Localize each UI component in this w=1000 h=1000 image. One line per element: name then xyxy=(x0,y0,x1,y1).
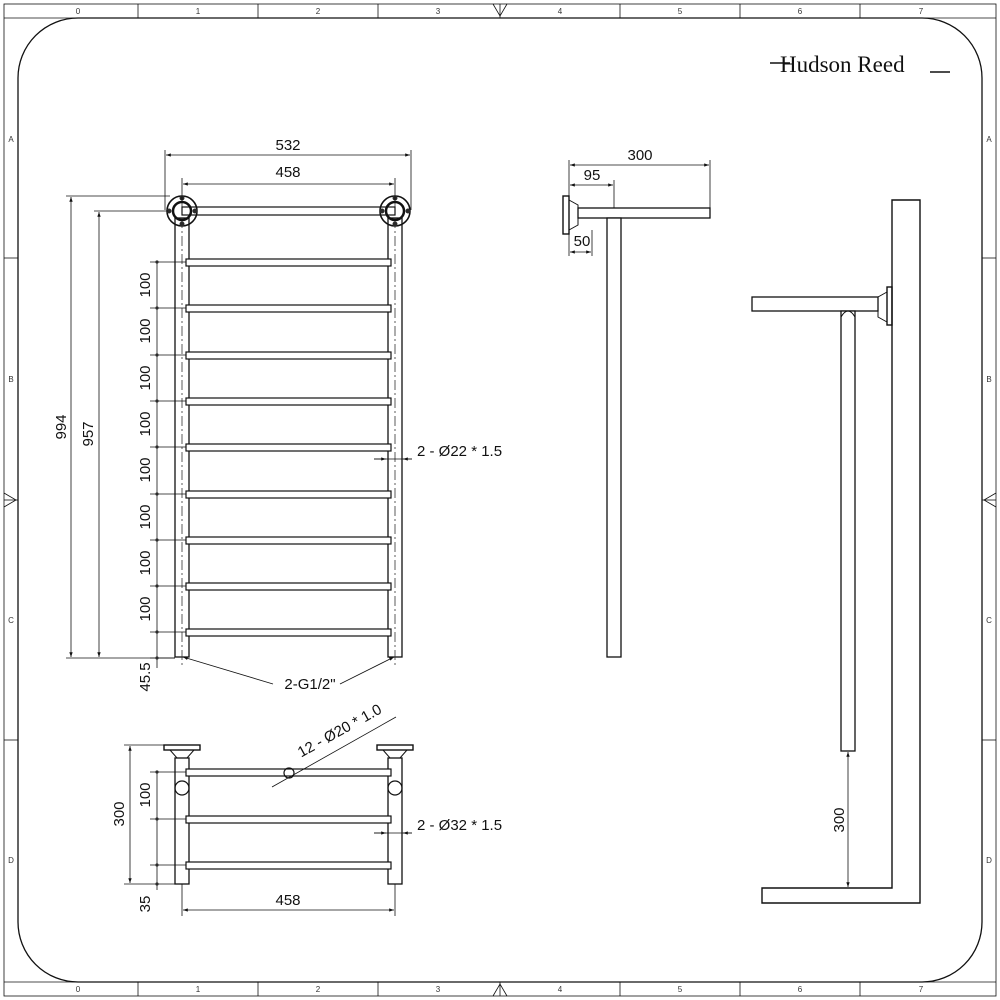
col-label-1: 1 xyxy=(196,7,201,16)
dim-bottom-offset: 45.5 xyxy=(137,662,154,691)
dim-bar-spacing: 100 xyxy=(137,457,154,482)
dim-centers-width: 458 xyxy=(275,164,300,181)
col-label-6: 6 xyxy=(798,7,803,16)
front-bar xyxy=(185,258,392,267)
top-bar-rung xyxy=(185,815,392,824)
wall-and-floor xyxy=(761,199,921,904)
col-label-3: 3 xyxy=(436,7,441,16)
row-label-c-right: C xyxy=(986,616,992,625)
front-bar xyxy=(185,628,392,637)
dim-flange: 50 xyxy=(574,233,591,250)
front-bar xyxy=(185,304,392,313)
col-label-5-bottom: 5 xyxy=(678,985,683,994)
col-label-4-bottom: 4 xyxy=(558,985,563,994)
row-label-b: B xyxy=(8,375,13,384)
col-label-5: 5 xyxy=(678,7,683,16)
row-label-b-right: B xyxy=(986,375,991,384)
front-bar xyxy=(185,397,392,406)
dim-end-offset: 35 xyxy=(137,896,154,913)
dim-rail-height: 957 xyxy=(80,421,97,446)
front-bars xyxy=(185,258,392,637)
inlet-label: 2-G1/2" xyxy=(284,676,335,693)
col-label-0: 0 xyxy=(76,7,81,16)
dim-bar-spacing: 100 xyxy=(137,411,154,436)
row-label-a-right: A xyxy=(986,135,992,144)
col-label-6-bottom: 6 xyxy=(798,985,803,994)
dim-depth: 300 xyxy=(111,801,128,826)
front-pipe-label: 2 - Ø22 * 1.5 xyxy=(417,443,502,460)
top-bar-rung xyxy=(185,861,392,870)
top-view: 300 100 35 458 12 - Ø20 * 1.0 2 - Ø32 * … xyxy=(111,701,502,916)
dim-bar-spacing: 100 xyxy=(137,596,154,621)
front-view: 532 458 994 957 xyxy=(53,137,502,693)
col-label-2: 2 xyxy=(316,7,321,16)
col-label-1-bottom: 1 xyxy=(196,985,201,994)
row-label-a: A xyxy=(8,135,14,144)
dim-bar-spacing: 100 xyxy=(137,318,154,343)
row-label-d-right: D xyxy=(986,856,992,865)
dim-floor-clearance: 300 xyxy=(831,807,848,832)
front-bar xyxy=(185,582,392,591)
top-bar xyxy=(181,206,396,216)
row-label-d: D xyxy=(8,856,14,865)
dim-rail-offset: 95 xyxy=(584,167,601,184)
front-bar xyxy=(185,490,392,499)
dim-bar-spacing: 100 xyxy=(137,504,154,529)
dim-overall-width: 532 xyxy=(275,137,300,154)
dim-bar-spacing: 100 xyxy=(137,365,154,390)
installed-arm xyxy=(751,296,879,312)
col-label-2-bottom: 2 xyxy=(316,985,321,994)
dim-top-bar-spacing: 100 xyxy=(137,782,154,807)
front-bar xyxy=(185,536,392,545)
installed-rail xyxy=(840,310,856,752)
front-bar xyxy=(185,351,392,360)
drawing-frame: 0 1 2 3 4 5 6 7 0 1 2 3 4 5 6 7 A B C D … xyxy=(3,3,997,997)
bar-spacing-chain: 100 100 100 100 100 100 100 100 45.5 xyxy=(137,260,186,692)
col-label-7-bottom: 7 xyxy=(919,985,924,994)
installed-view: 300 xyxy=(751,199,921,904)
col-label-4: 4 xyxy=(558,7,563,16)
col-label-0-bottom: 0 xyxy=(76,985,81,994)
dim-projection: 300 xyxy=(627,147,652,164)
col-label-7: 7 xyxy=(919,7,924,16)
top-rail-label: 2 - Ø32 * 1.5 xyxy=(417,817,502,834)
side-arm xyxy=(577,207,711,219)
row-label-c: C xyxy=(8,616,14,625)
side-rail xyxy=(606,217,622,658)
dim-top-width: 458 xyxy=(275,892,300,909)
front-bar xyxy=(185,443,392,452)
col-label-3-bottom: 3 xyxy=(436,985,441,994)
dim-bar-spacing: 100 xyxy=(137,272,154,297)
side-view: 300 95 50 xyxy=(562,147,711,658)
brand-logo: Hudson Reed xyxy=(770,52,950,77)
top-bar-rung xyxy=(185,768,392,777)
dim-bar-spacing: 100 xyxy=(137,550,154,575)
brand-name: Hudson Reed xyxy=(780,52,905,77)
dim-overall-height: 994 xyxy=(53,414,70,439)
